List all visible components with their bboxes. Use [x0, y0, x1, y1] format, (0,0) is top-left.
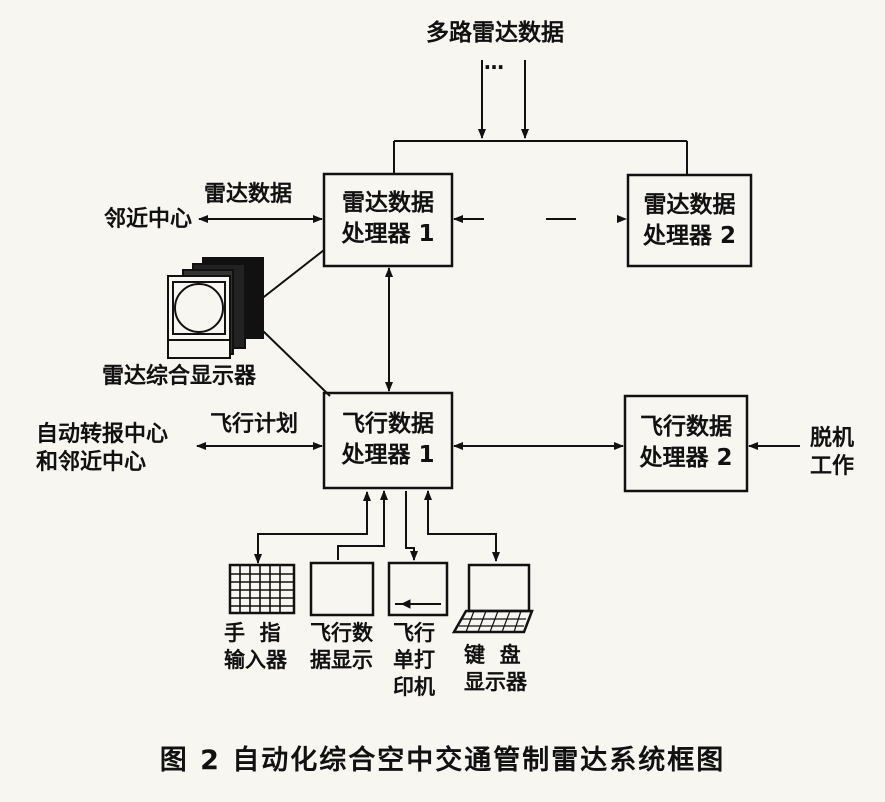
offline-label-line2: 工作 [810, 454, 855, 479]
auto-relay-label-line1: 自动转报中心 [36, 422, 169, 447]
radar-processor-1-box [322, 172, 454, 268]
display-link-flight [261, 329, 331, 397]
radar-data-label: 雷达数据 [204, 182, 293, 207]
offline-label-line1: 脱机 [810, 426, 855, 451]
flight-processor-2-box [623, 394, 749, 493]
radar-processor-1-label: 雷达数据 处理器 1 [341, 190, 435, 247]
keyboard-display-icon [451, 563, 534, 634]
printer-connector [405, 491, 418, 561]
flight-data-display-icon [309, 561, 375, 617]
finger-input-connector [254, 491, 371, 564]
radar-display-icon [167, 257, 264, 359]
flight-processor-2-label: 飞行数据 处理器 2 [639, 414, 733, 471]
flight-display-connector [337, 490, 388, 560]
top-input-label: 多路雷达数据 [426, 20, 564, 46]
auto-relay-label-line2: 和邻近中心 [36, 450, 147, 475]
flight-plan-label: 飞行计划 [210, 412, 299, 437]
printer-label: 飞行 单打 印机 [393, 621, 435, 699]
radar-processor-2-box [626, 173, 753, 268]
finger-input-label: 手 指 输入器 [224, 621, 287, 672]
neighbor-center-label: 邻近中心 [104, 207, 193, 232]
figure-caption: 图 2 自动化综合空中交通管制雷达系统框图 [159, 745, 726, 776]
flight-processor-1-box [322, 391, 454, 490]
flight-data-display-label: 飞行数 据显示 [310, 621, 373, 672]
flight-processor-1-label: 飞行数据 处理器 1 [341, 411, 435, 468]
radar-display-label: 雷达综合显示器 [102, 364, 257, 389]
printer-icon [387, 561, 449, 617]
keyboard-connector [424, 490, 500, 562]
finger-input-icon [228, 563, 296, 615]
top-ellipsis: … [484, 50, 504, 74]
keyboard-display-label: 键 盘 显示器 [464, 643, 527, 694]
display-link-radar [259, 249, 325, 301]
radar-processor-2-label: 雷达数据 处理器 2 [642, 192, 736, 249]
